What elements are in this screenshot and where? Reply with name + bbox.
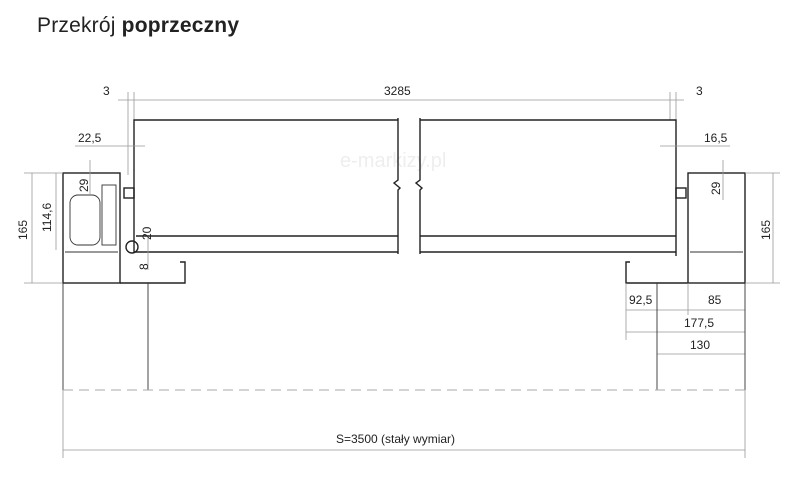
right-dimensions: 16,5 29 165 92,5 85 177,5 130 [625,131,780,355]
top-dimension: 3 3285 3 [103,84,703,175]
dim-right-177-5: 177,5 [684,316,714,330]
dim-right-height: 165 [759,220,773,240]
dim-bar-offset: 8 [137,263,151,270]
dim-top-right: 3 [696,84,703,98]
title-light: Przekrój [37,14,116,37]
dim-left-inner-height: 114,6 [40,203,54,232]
title-bold: poprzeczny [121,14,240,37]
dim-top-left: 3 [103,84,110,98]
page-title: Przekrój poprzeczny [37,14,239,38]
dim-left-height: 165 [16,220,30,240]
dim-roller-offset: 20 [140,226,154,240]
left-cassette [62,172,186,284]
dim-fabric-width: 3285 [384,84,411,98]
dim-right-85: 85 [708,293,722,307]
dim-total-width: S=3500 (stały wymiar) [336,432,455,446]
dim-left-offset: 22,5 [78,131,102,145]
dim-right-axis: 29 [709,181,723,195]
dim-right-92-5: 92,5 [629,293,653,307]
dim-left-axis: 29 [77,178,91,192]
supports-and-total: S=3500 (stały wymiar) [62,283,746,458]
awning-body [123,118,687,256]
dim-right-offset: 16,5 [704,131,728,145]
left-dimensions: 165 114,6 29 22,5 20 8 [16,131,154,284]
dim-right-130: 130 [690,338,710,352]
